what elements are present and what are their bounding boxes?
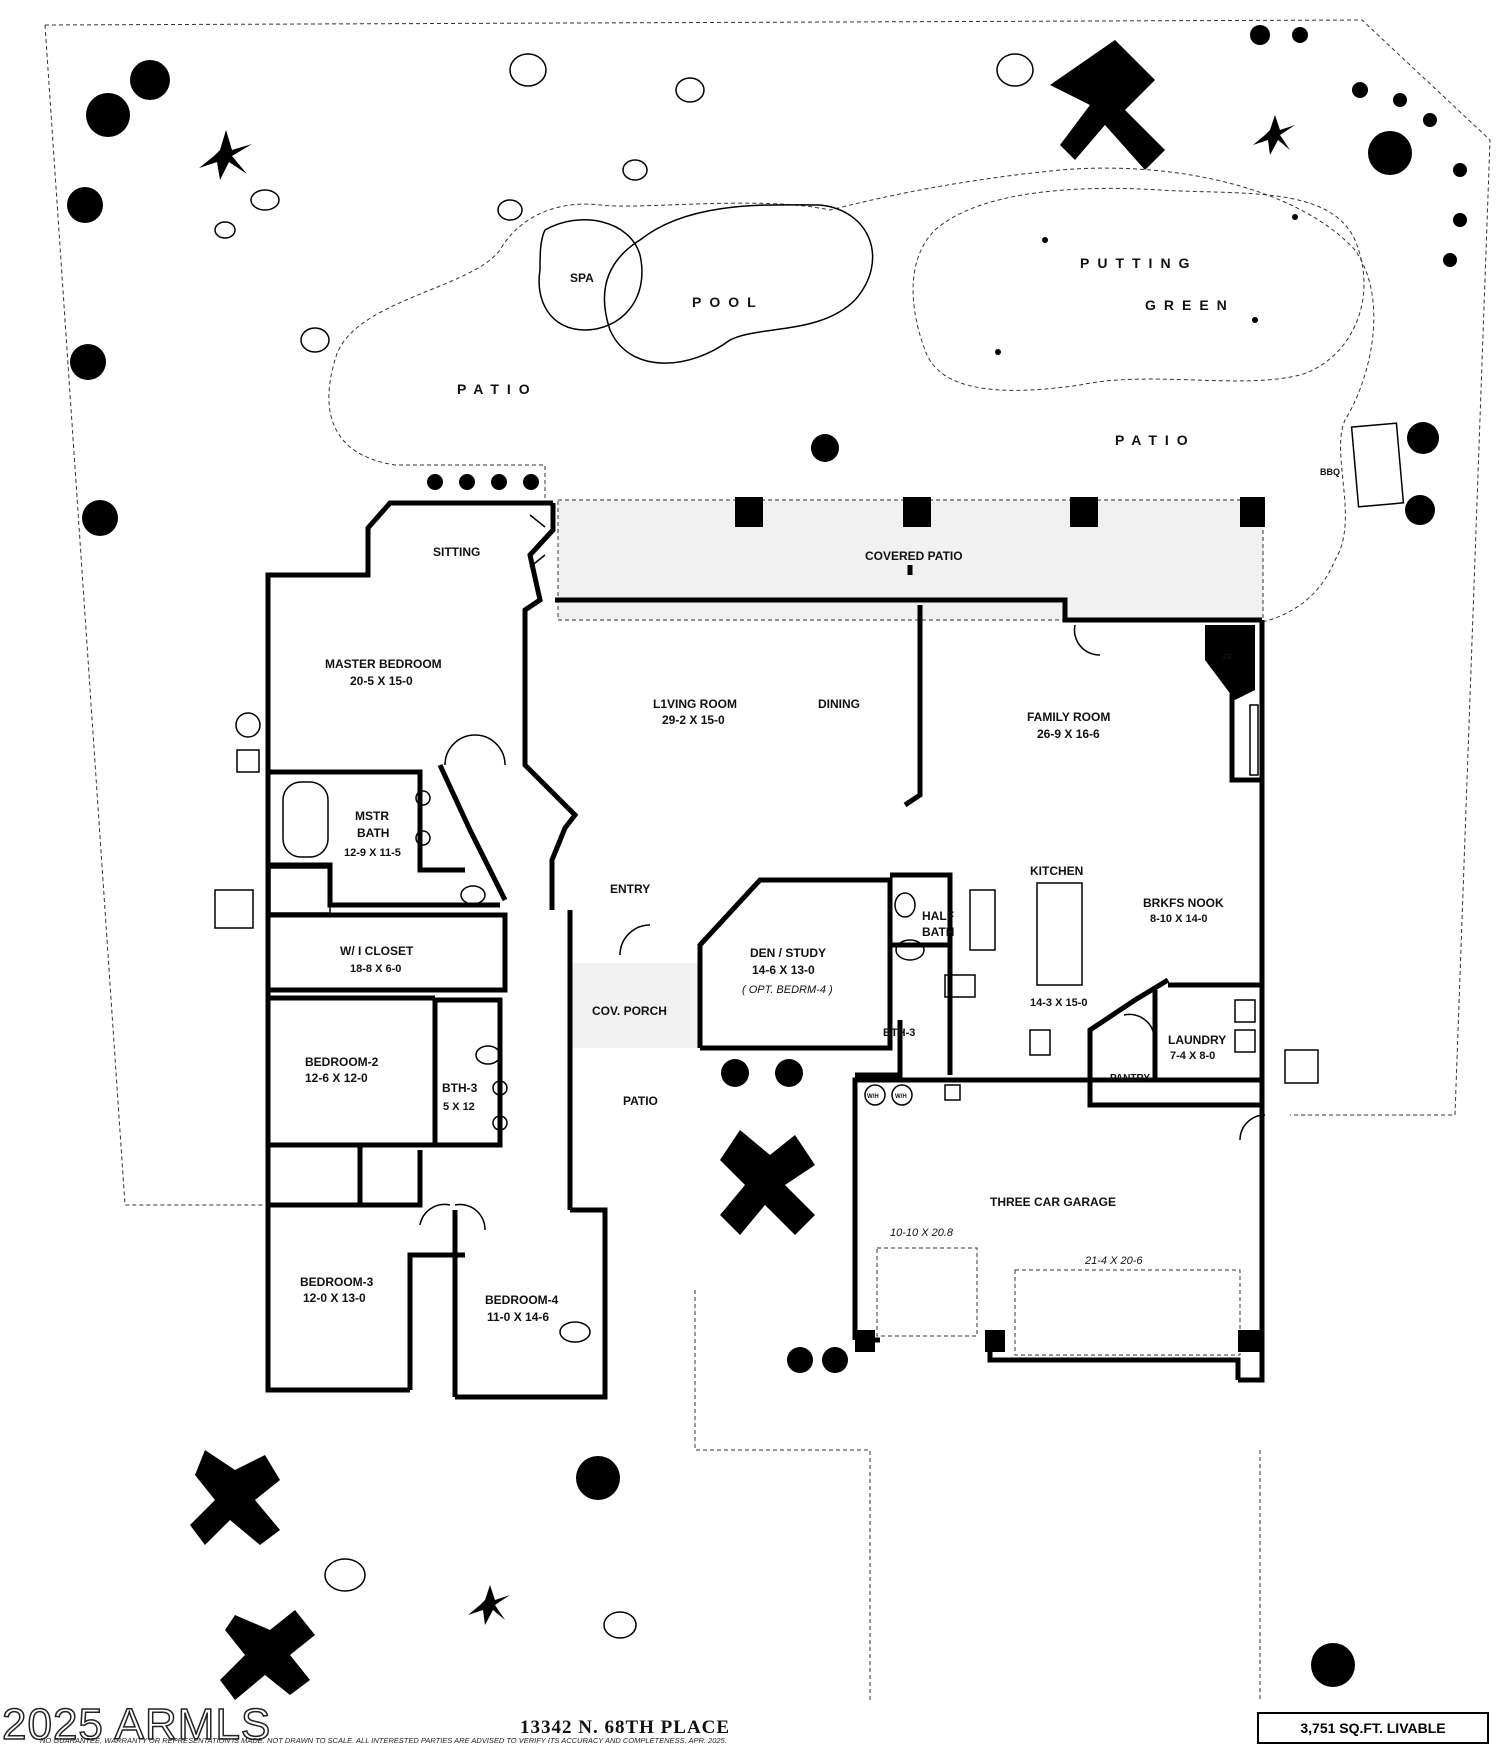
bedroom4-name: BEDROOM-4 — [485, 1293, 559, 1307]
wi-closet-name: W/ I CLOSET — [340, 944, 414, 958]
room-labels: SITTING MASTER BEDROOM 20-5 X 15-0 L1VIN… — [300, 545, 1226, 1324]
garage-size-right: 21-4 X 20-6 — [1084, 1255, 1143, 1267]
watermark: 2025 ARMLS — [1, 1699, 272, 1750]
cov-porch-label: COV. PORCH — [592, 1004, 667, 1018]
kitchen-size: 14-3 X 15-0 — [1030, 997, 1087, 1009]
family-room-name: FAMILY ROOM — [1027, 710, 1110, 724]
property-address: 13342 N. 68TH PLACE — [520, 1717, 731, 1738]
patio-rear-left-label: PATIO — [457, 381, 538, 397]
half-bath-name2: BATH — [922, 925, 954, 939]
master-bedroom-size: 20-5 X 15-0 — [350, 674, 413, 688]
wi-closet-size: 18-8 X 6-0 — [350, 963, 401, 975]
den-study-size: 14-6 X 13-0 — [752, 963, 815, 977]
master-bedroom-name: MASTER BEDROOM — [325, 657, 442, 671]
kitchen-name: KITCHEN — [1030, 864, 1083, 878]
entry-label: ENTRY — [610, 882, 650, 896]
water-heater-1-label: W/H — [867, 1094, 879, 1100]
bth3-upper-label: BTH-3 — [883, 1027, 915, 1039]
bedroom2-name: BEDROOM-2 — [305, 1055, 379, 1069]
bbq-counter — [1350, 422, 1405, 508]
living-room-name: L1VING ROOM — [653, 697, 737, 711]
cov-porch-area — [570, 963, 700, 1048]
family-room-size: 26-9 X 16-6 — [1037, 727, 1100, 741]
lot-boundary-left — [44, 24, 265, 1206]
half-bath-name1: HALF — [922, 909, 954, 923]
sitting-label: SITTING — [433, 545, 480, 559]
patio-rear-right-label: PATIO — [1115, 432, 1196, 448]
outdoor-labels: SPA POOL PUTTING GREEN PATIO PATIO BBQ C… — [457, 255, 1340, 1108]
laundry-name: LAUNDRY — [1168, 1033, 1226, 1047]
front-walk — [694, 1290, 871, 1700]
mstr-bath-name2: BATH — [357, 826, 389, 840]
garage-name: THREE CAR GARAGE — [990, 1195, 1116, 1209]
bedroom3-name: BEDROOM-3 — [300, 1275, 374, 1289]
bedroom3-size: 12-0 X 13-0 — [303, 1291, 366, 1305]
brkfs-nook-size: 8-10 X 14-0 — [1150, 913, 1207, 925]
bedroom4-size: 11-0 X 14-6 — [487, 1310, 549, 1324]
green-label: GREEN — [1145, 297, 1235, 313]
spa-label: SPA — [570, 271, 594, 285]
patio-front-label: PATIO — [623, 1094, 658, 1108]
exterior-wall-west — [522, 503, 579, 910]
garage-size-left: 10-10 X 20.8 — [890, 1227, 954, 1239]
putting-green — [912, 187, 1365, 391]
laundry-size: 7-4 X 8-0 — [1170, 1050, 1215, 1062]
covered-patio-label: COVERED PATIO — [865, 549, 963, 563]
water-heater-2-label: W/H — [895, 1094, 907, 1100]
pool-label: POOL — [692, 294, 764, 310]
dining-label: DINING — [818, 697, 860, 711]
bedroom2-size: 12-6 X 12-0 — [305, 1071, 368, 1085]
living-room-size: 29-2 X 15-0 — [662, 713, 725, 727]
bathtub — [282, 781, 329, 858]
rear-patio-outline — [328, 167, 1375, 623]
mstr-bath-name1: MSTR — [355, 809, 389, 823]
fp-label: FP — [1223, 653, 1234, 662]
livable-area-badge: 3,751 SQ.FT. LIVABLE — [1257, 1712, 1489, 1744]
landscape-rocks — [214, 53, 1034, 1639]
den-study-name: DEN / STUDY — [750, 946, 826, 960]
lot-boundary — [44, 19, 1491, 1116]
den-study-note: ( OPT. BEDRM-4 ) — [742, 984, 833, 996]
bth3-size: 5 X 12 — [443, 1101, 475, 1113]
disclaimer-text: NO GUARANTEE, WARRANTY OR REPRESENTATION… — [40, 1736, 727, 1745]
bth3-name: BTH-3 — [442, 1081, 478, 1095]
bbq-label: BBQ — [1320, 467, 1340, 477]
landscape-plants — [67, 25, 1467, 1700]
mstr-bath-size: 12-9 X 11-5 — [344, 847, 401, 859]
pool — [603, 204, 874, 364]
spa — [538, 219, 643, 331]
putting-label: PUTTING — [1080, 255, 1197, 271]
kitchen-island — [1036, 882, 1083, 986]
pantry-label: PANTRY — [1110, 1073, 1150, 1084]
brkfs-nook-name: BRKFS NOOK — [1143, 896, 1224, 910]
